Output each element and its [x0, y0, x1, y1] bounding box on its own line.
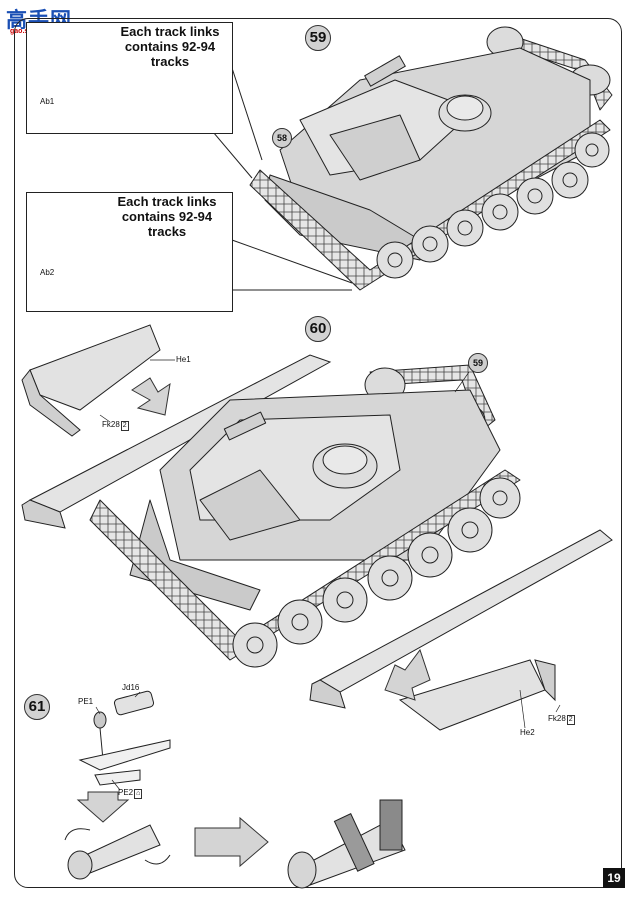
- part-label-ab2: Ab2: [40, 268, 55, 277]
- step-number-59: 59: [305, 25, 331, 51]
- inset-track-links-top: [26, 22, 233, 134]
- part-label-he1: He1: [176, 355, 191, 364]
- page-number: 19: [603, 868, 625, 888]
- inset-title-top: Each track links contains 92-94 tracks: [120, 24, 220, 69]
- vehicle-step59: [249, 26, 613, 291]
- step61-bend: [64, 824, 171, 880]
- fk28-left-code: Fk28: [102, 420, 120, 429]
- part-label-he2: He2: [520, 728, 535, 737]
- page-frame: [14, 18, 622, 888]
- pe2-code: PE2: [118, 788, 134, 797]
- part-label-jd16: Jd16: [122, 683, 140, 692]
- step61-parts: [78, 690, 171, 786]
- assembly-arrow-he1: [131, 377, 171, 416]
- part-label-pe2: PE2⌂: [118, 788, 143, 799]
- fk28-right-qty: 2: [566, 715, 575, 725]
- inset-track-links-bottom: [26, 192, 233, 312]
- fender-strip-right: [309, 529, 613, 709]
- fender-he1: [21, 324, 161, 437]
- vehicle-step60: [89, 364, 521, 668]
- step61-arrow-right: [194, 816, 269, 868]
- step-ref-58: 58: [272, 128, 292, 148]
- part-label-pe1: PE1: [78, 697, 94, 706]
- fender-strip-left: [21, 354, 332, 529]
- inset-title-bottom: Each track links contains 92-94 tracks: [117, 194, 217, 239]
- fk28-right-code: Fk28: [548, 714, 566, 723]
- step61-result: [287, 799, 406, 889]
- assembly-arrow-he2: [384, 648, 431, 701]
- step-ref-59: 59: [468, 353, 488, 373]
- fender-he2: [398, 659, 556, 731]
- pe2-mark: ⌂: [134, 789, 143, 799]
- step-number-60: 60: [305, 316, 331, 342]
- part-label-ab1: Ab1: [40, 97, 55, 106]
- step-number-61: 61: [24, 694, 50, 720]
- step61-arrow-down: [76, 791, 130, 823]
- fk28-left-qty: 2: [120, 421, 129, 431]
